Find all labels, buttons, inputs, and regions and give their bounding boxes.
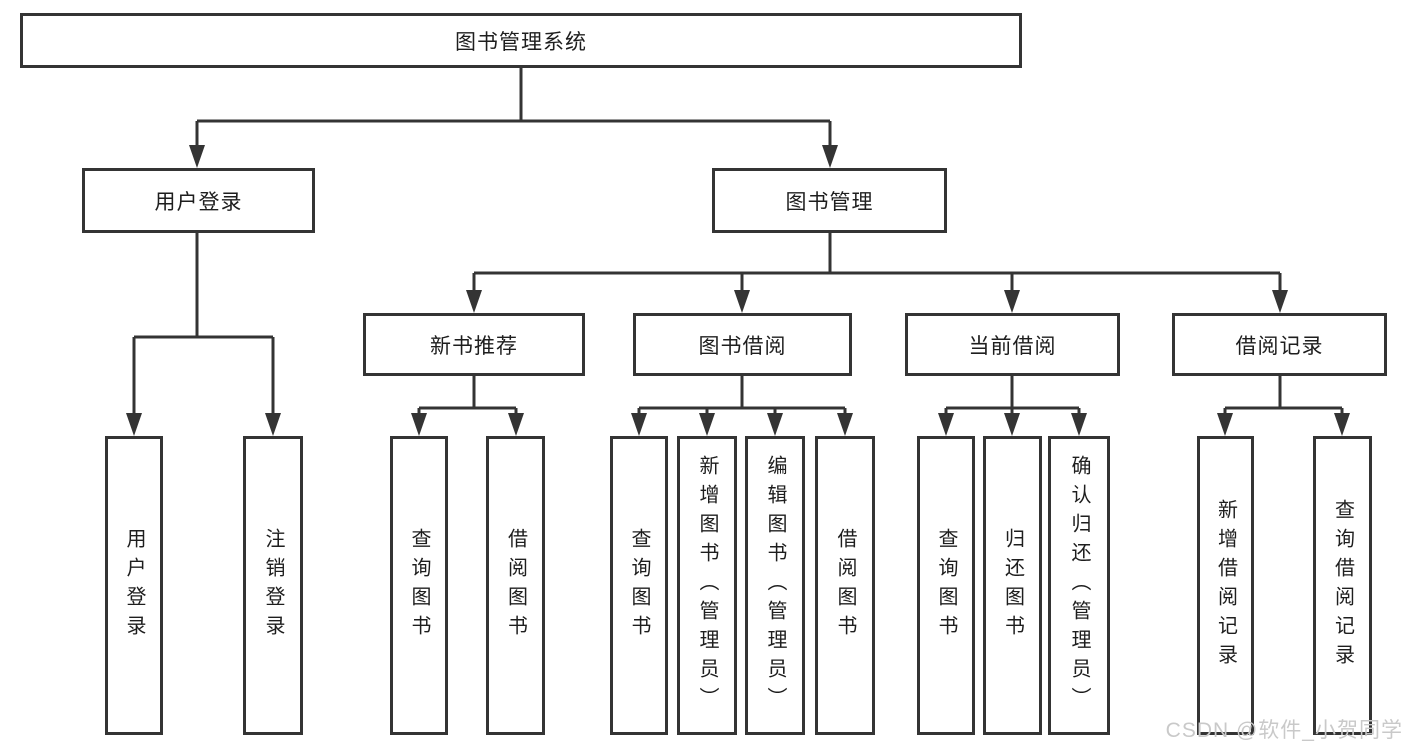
arrowhead-down-icon: [411, 413, 427, 436]
node-cb-query-book: 查询图书: [917, 436, 975, 735]
node-label: 编辑图书（管理员）: [764, 455, 786, 716]
arrowhead-down-icon: [1071, 413, 1087, 436]
arrowhead-down-icon: [822, 145, 838, 168]
node-current-borrow: 当前借阅: [905, 313, 1120, 376]
node-label: 查询图书: [628, 527, 650, 644]
node-new-book-recommend: 新书推荐: [363, 313, 585, 376]
node-label: 借阅记录: [1235, 334, 1324, 358]
arrowhead-down-icon: [126, 413, 142, 436]
node-label: 借阅图书: [834, 527, 856, 644]
node-label: 查询图书: [935, 527, 957, 644]
node-bb-add-book: 新增图书（管理员）: [677, 436, 737, 735]
node-label: 查询图书: [408, 527, 430, 644]
node-nbr-query-book: 查询图书: [390, 436, 448, 735]
arrowhead-down-icon: [466, 290, 482, 313]
node-user-login: 用户登录: [82, 168, 315, 233]
arrowhead-down-icon: [938, 413, 954, 436]
arrowhead-down-icon: [1004, 413, 1020, 436]
node-nbr-borrow-book: 借阅图书: [486, 436, 545, 735]
arrowhead-down-icon: [1272, 290, 1288, 313]
node-label: 查询借阅记录: [1331, 498, 1354, 673]
node-label: 当前借阅: [968, 334, 1057, 358]
node-cb-return-book: 归还图书: [983, 436, 1042, 735]
node-login-leaf: 用户登录: [105, 436, 163, 735]
node-borrow-record: 借阅记录: [1172, 313, 1387, 376]
node-label: 用户登录: [123, 527, 145, 644]
arrowhead-down-icon: [1004, 290, 1020, 313]
node-label: 图书管理系统: [455, 30, 587, 54]
node-root: 图书管理系统: [20, 13, 1022, 68]
arrowhead-down-icon: [734, 290, 750, 313]
node-logout-leaf: 注销登录: [243, 436, 303, 735]
node-label: 图书管理: [785, 190, 874, 214]
node-label: 确认归还（管理员）: [1068, 455, 1090, 716]
arrowhead-down-icon: [767, 413, 783, 436]
arrowhead-down-icon: [837, 413, 853, 436]
node-label: 归还图书: [1001, 527, 1024, 644]
arrowhead-down-icon: [1334, 413, 1350, 436]
node-bb-query-book: 查询图书: [610, 436, 668, 735]
arrowhead-down-icon: [508, 413, 524, 436]
node-label: 新书推荐: [430, 334, 518, 358]
arrowhead-down-icon: [699, 413, 715, 436]
node-label: 用户登录: [154, 190, 243, 214]
csdn-watermark: CSDN @软件_小贺同学: [1165, 719, 1403, 742]
node-book-borrow: 图书借阅: [633, 313, 852, 376]
node-label: 图书借阅: [698, 334, 787, 358]
node-bb-borrow-book: 借阅图书: [815, 436, 875, 735]
node-br-query-record: 查询借阅记录: [1313, 436, 1372, 735]
node-label: 新增借阅记录: [1214, 498, 1237, 673]
node-cb-confirm-return: 确认归还（管理员）: [1048, 436, 1110, 735]
node-bb-edit-book: 编辑图书（管理员）: [745, 436, 805, 735]
arrowhead-down-icon: [265, 413, 281, 436]
arrowhead-down-icon: [189, 145, 205, 168]
node-br-add-record: 新增借阅记录: [1197, 436, 1254, 735]
node-book-management: 图书管理: [712, 168, 947, 233]
node-label: 注销登录: [262, 527, 284, 644]
arrowhead-down-icon: [631, 413, 647, 436]
node-label: 借阅图书: [504, 527, 527, 644]
node-label: 新增图书（管理员）: [696, 455, 718, 716]
arrowhead-down-icon: [1217, 413, 1233, 436]
